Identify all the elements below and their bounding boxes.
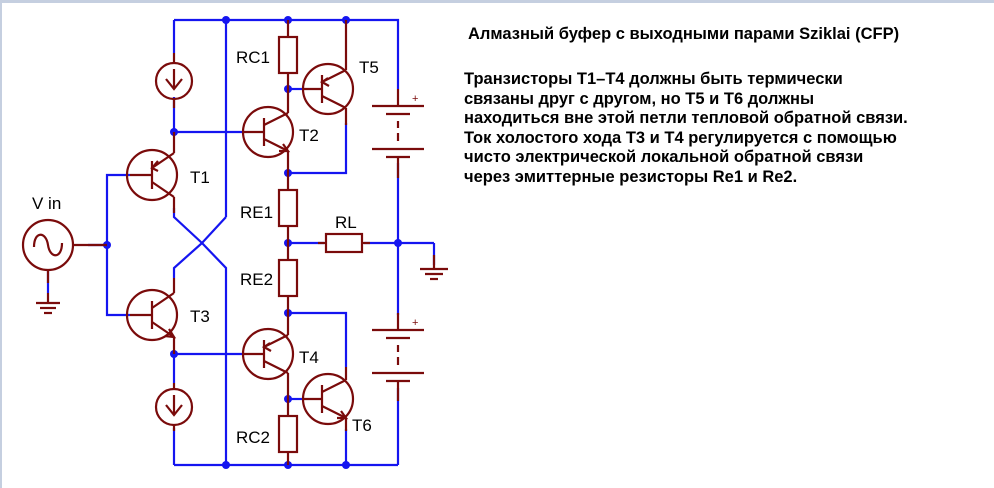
transistor-t5 [301, 20, 355, 125]
vin-label: V in [32, 194, 61, 213]
resistor-re2 [277, 243, 299, 313]
current-source-top [154, 53, 194, 108]
t5-label: T5 [359, 58, 379, 77]
junctions [103, 16, 402, 469]
resistor-rc2 [277, 399, 299, 465]
description-line: через эмиттерные резисторы Re1 и Re2. [464, 167, 798, 186]
rc2-label: RC2 [236, 428, 270, 447]
resistor-rl [318, 232, 370, 254]
battery-top [372, 89, 424, 178]
resistor-rc1 [277, 20, 299, 89]
t1-label: T1 [190, 168, 210, 187]
re1-label: RE1 [240, 203, 273, 222]
diagram-title: Алмазный буфер с выходными парами Szikla… [468, 25, 900, 43]
circuit-diagram: V in T1 T3 [21, 16, 448, 469]
description-line: Ток холостого хода T3 и T4 регулируется … [464, 128, 897, 147]
battery-top-plus: + [412, 93, 418, 105]
transistor-t6 [301, 367, 355, 431]
rc1-label: RC1 [236, 48, 270, 67]
description: Транзисторы T1–T4 должны быть термически… [464, 70, 989, 187]
schematic-canvas: V in T1 T3 [2, 3, 994, 488]
t2-label: T2 [299, 126, 319, 145]
transistor-t4 [241, 313, 295, 399]
rl-label: RL [335, 213, 357, 232]
voltage-source [21, 218, 107, 283]
battery-bottom-plus: + [412, 317, 418, 329]
transistor-t2 [241, 89, 295, 173]
re2-label: RE2 [240, 270, 273, 289]
t6-label: T6 [352, 416, 372, 435]
description-line: находиться вне этой петли тепловой обрат… [464, 109, 908, 127]
description-line: Транзисторы T1–T4 должны быть термически [464, 70, 843, 88]
ground-icon [36, 293, 60, 315]
battery-bottom [372, 313, 424, 401]
description-line: связаны друг с другом, но T5 и T6 должны [464, 89, 815, 108]
description-line: чисто электрической локальной обратной с… [464, 148, 864, 166]
transistor-t1 [125, 132, 179, 213]
t4-label: T4 [299, 348, 319, 367]
resistor-re1 [277, 173, 299, 243]
transistor-t3 [125, 278, 179, 354]
output-ground-icon [420, 255, 448, 281]
t3-label: T3 [190, 307, 210, 326]
current-source-bottom [154, 383, 194, 431]
